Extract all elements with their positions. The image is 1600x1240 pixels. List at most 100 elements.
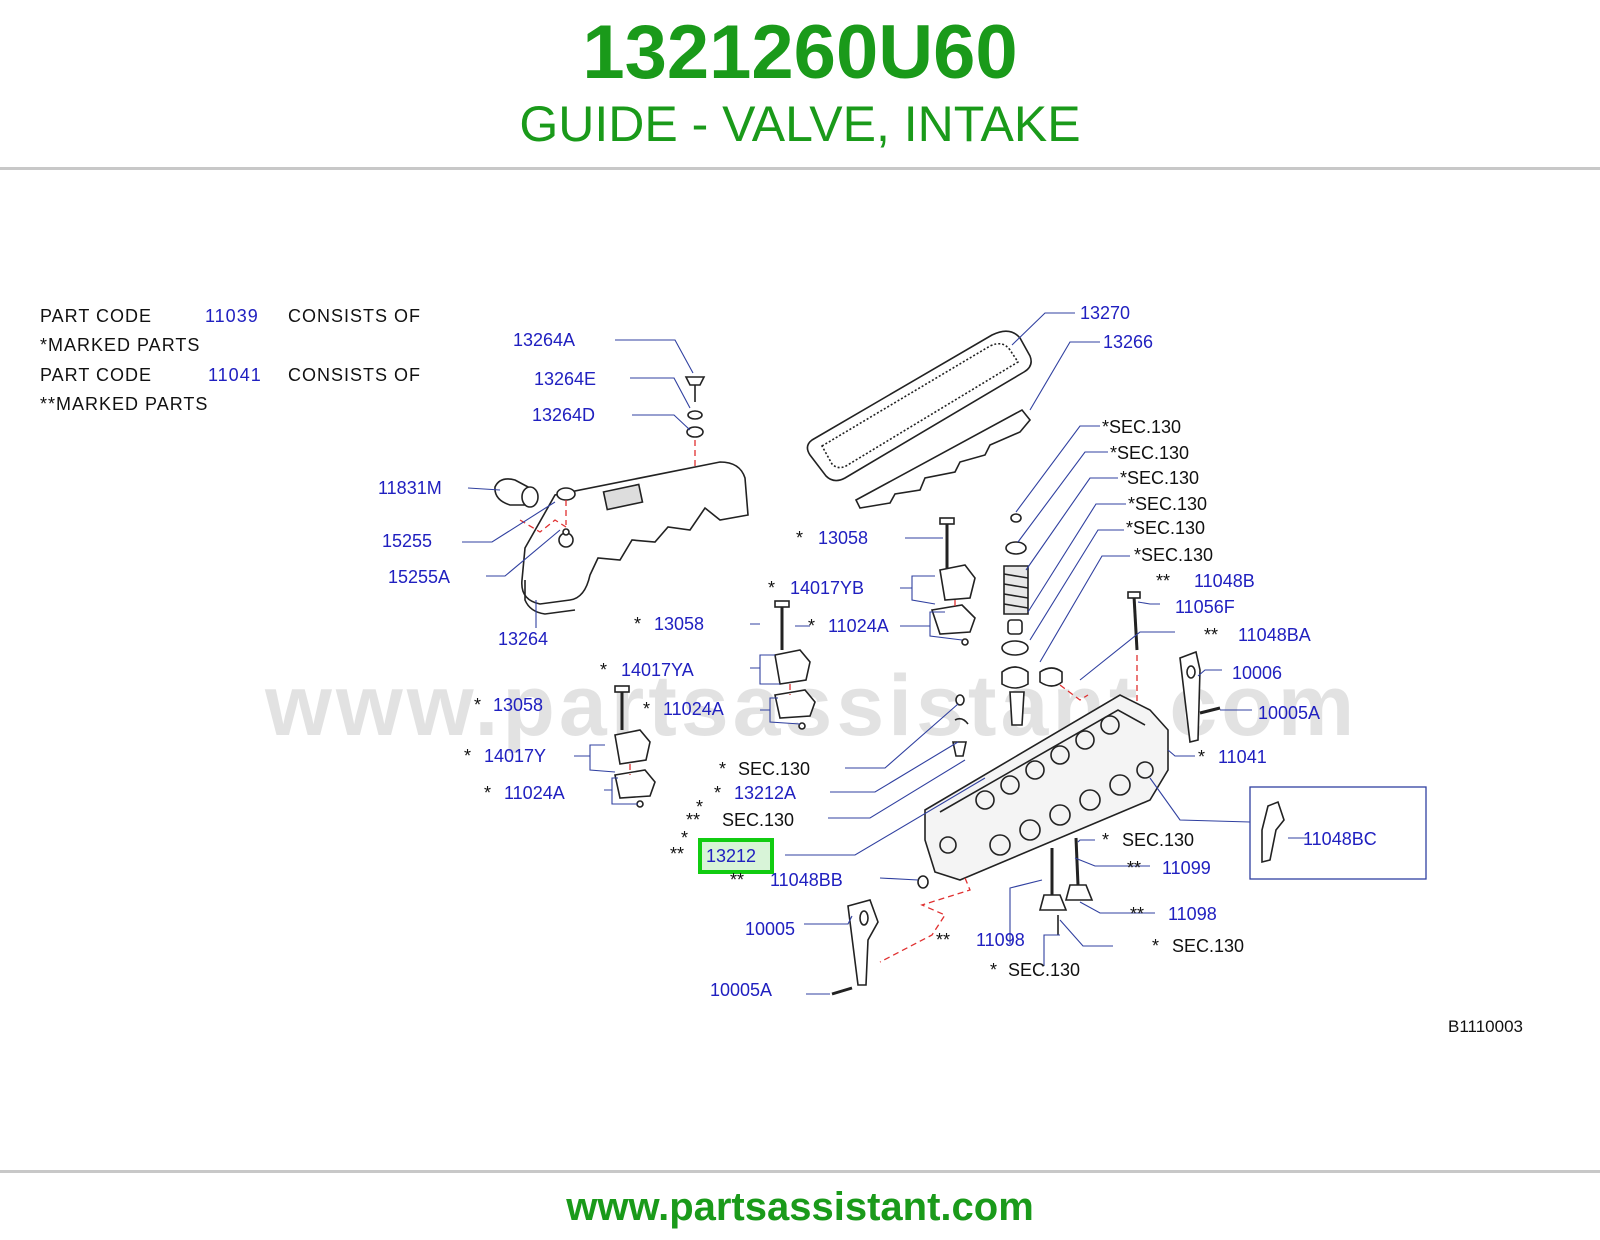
- valve-stem-seal: [1007, 619, 1023, 635]
- mark-11024a-3: *: [484, 783, 491, 803]
- callout-14017y[interactable]: 14017Y: [484, 746, 546, 766]
- callout-11098-1[interactable]: 11098: [976, 930, 1025, 950]
- callout-11098-2[interactable]: 11098: [1168, 904, 1217, 924]
- callout-13212[interactable]: 13212: [706, 846, 756, 866]
- mark-11098-2: **: [1130, 904, 1144, 924]
- note-2-prefix: PART CODE: [40, 365, 152, 385]
- mark-sec130-c: *: [1102, 830, 1109, 850]
- callout-10005a-1[interactable]: 10005A: [1258, 703, 1320, 723]
- callout-sec130-5[interactable]: *SEC.130: [1126, 518, 1205, 538]
- callout-10005[interactable]: 10005: [745, 919, 795, 939]
- callout-11024a-3[interactable]: 11024A: [504, 783, 565, 803]
- note-2-code[interactable]: 11041: [208, 365, 262, 385]
- mark-14017ya: *: [600, 660, 607, 680]
- callout-13264d[interactable]: 13264D: [532, 405, 595, 425]
- mark-14017yb: *: [768, 578, 775, 598]
- diagram-code: B1110003: [1448, 1017, 1523, 1036]
- callout-sec130-e[interactable]: SEC.130: [1008, 960, 1080, 980]
- mark-11048ba: **: [1204, 625, 1218, 645]
- valve-cotter: [1010, 513, 1022, 523]
- glow-plug: [1261, 800, 1285, 864]
- leader-lines: [462, 312, 1308, 995]
- mark-11048b: **: [1156, 571, 1170, 591]
- note-1-prefix: PART CODE: [40, 306, 152, 326]
- exploded-parts-diagram: www.partsassistant.com PART CODE 11039 C…: [40, 303, 1523, 1036]
- callout-sec130-c[interactable]: SEC.130: [1122, 830, 1194, 850]
- note-2-suffix: CONSISTS OF: [288, 365, 421, 385]
- rocker-cover-gasket: [806, 330, 1032, 482]
- assembly-lines: [519, 440, 1138, 963]
- callout-13212a[interactable]: 13212A: [734, 783, 796, 803]
- mark-13058-2: *: [634, 614, 641, 634]
- mark-sec130-b-2: **: [686, 810, 700, 830]
- callout-sec130-3[interactable]: *SEC.130: [1120, 468, 1199, 488]
- mark-11048bb: **: [730, 870, 744, 890]
- callout-11048ba[interactable]: 11048BA: [1238, 625, 1311, 645]
- callout-13058-1[interactable]: 13058: [818, 528, 868, 548]
- callout-13264[interactable]: 13264: [498, 629, 548, 649]
- callout-15255[interactable]: 15255: [382, 531, 432, 551]
- camshaft-bracket-2: [774, 649, 811, 685]
- note-1-suffix: CONSISTS OF: [288, 306, 421, 326]
- callout-sec130-2[interactable]: *SEC.130: [1110, 443, 1189, 463]
- callout-sec130-a[interactable]: SEC.130: [738, 759, 810, 779]
- callout-13270[interactable]: 13270: [1080, 303, 1130, 323]
- callout-14017ya[interactable]: 14017YA: [621, 660, 694, 680]
- cover-bolt: [684, 376, 706, 386]
- inset-frame: [1249, 786, 1427, 880]
- rocker-cover: [521, 461, 749, 605]
- callout-13266[interactable]: 13266: [1103, 332, 1153, 352]
- callout-labels: 13270 13266 13264A 13264E 13264D 11831M …: [378, 303, 1523, 1036]
- callout-11024a-2[interactable]: 11024A: [663, 699, 724, 719]
- callout-10005a-2[interactable]: 10005A: [710, 980, 772, 1000]
- callout-11041[interactable]: 11041: [1218, 747, 1267, 767]
- valve-lifter: [1001, 666, 1029, 689]
- callout-sec130-d[interactable]: SEC.130: [1172, 936, 1244, 956]
- callout-14017yb[interactable]: 14017YB: [790, 578, 864, 598]
- valve-spring: [1003, 565, 1029, 615]
- header-divider: [0, 167, 1600, 170]
- callout-sec130-b[interactable]: SEC.130: [722, 810, 794, 830]
- mark-11099: **: [1127, 858, 1141, 878]
- mark-13058-1: *: [796, 528, 803, 548]
- callout-sec130-4[interactable]: *SEC.130: [1128, 494, 1207, 514]
- note-2-line2: **MARKED PARTS: [40, 394, 208, 414]
- part-drawings: [494, 330, 1427, 996]
- callout-11048bc[interactable]: 11048BC: [1303, 829, 1377, 849]
- callout-10006[interactable]: 10006: [1232, 663, 1282, 683]
- callout-11048b[interactable]: 11048B: [1194, 571, 1255, 591]
- callout-13264e[interactable]: 13264E: [534, 369, 596, 389]
- intake-valve: [1038, 894, 1068, 911]
- part-name: GUIDE - VALVE, INTAKE: [519, 96, 1081, 152]
- callout-sec130-6[interactable]: *SEC.130: [1134, 545, 1213, 565]
- mark-sec130-a: *: [719, 759, 726, 779]
- header: 1321260U60 GUIDE - VALVE, INTAKE: [0, 0, 1600, 168]
- footer-url[interactable]: www.partsassistant.com: [566, 1185, 1034, 1229]
- callout-11048bb[interactable]: 11048BB: [770, 870, 843, 890]
- mark-14017y: *: [464, 746, 471, 766]
- highlight-box: [698, 838, 774, 874]
- baffle-plate: [854, 408, 1032, 509]
- exhaust-valve: [1064, 884, 1094, 901]
- mark-11098-1: **: [936, 930, 950, 950]
- callout-15255a[interactable]: 15255A: [388, 567, 450, 587]
- mark-13212-2: **: [670, 844, 684, 864]
- valve-guide: [1009, 691, 1025, 726]
- camshaft-bracket-3: [614, 729, 651, 765]
- callout-11024a-1[interactable]: 11024A: [828, 616, 889, 636]
- note-1-code[interactable]: 11039: [205, 306, 259, 326]
- engine-hanger-front: [847, 899, 879, 986]
- callout-11831m[interactable]: 11831M: [378, 478, 442, 498]
- footer-divider: [0, 1170, 1600, 1173]
- callout-sec130-1[interactable]: *SEC.130: [1102, 417, 1181, 437]
- callout-13058-2[interactable]: 13058: [654, 614, 704, 634]
- note-1-line2: *MARKED PARTS: [40, 335, 200, 355]
- callout-11056f[interactable]: 11056F: [1175, 597, 1235, 617]
- mark-sec130-d: *: [1152, 936, 1159, 956]
- mark-sec130-b-1: *: [696, 797, 703, 817]
- callout-13264a[interactable]: 13264A: [513, 330, 575, 350]
- mark-11041: *: [1198, 747, 1205, 767]
- mark-13058-3: *: [474, 695, 481, 715]
- callout-13058-3[interactable]: 13058: [493, 695, 543, 715]
- callout-11099[interactable]: 11099: [1162, 858, 1211, 878]
